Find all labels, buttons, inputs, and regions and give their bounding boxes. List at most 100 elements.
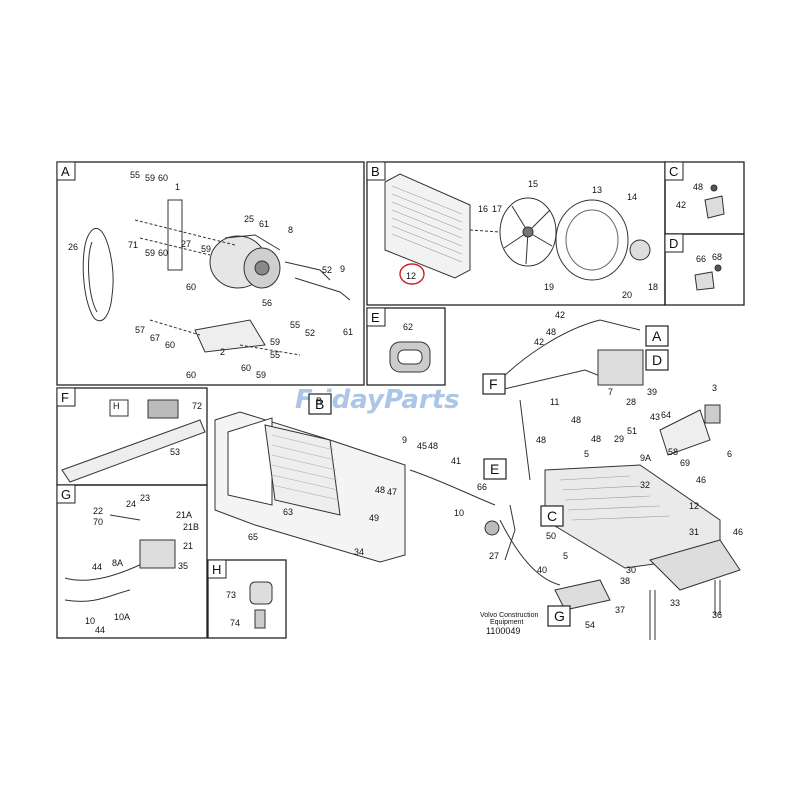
part-label-a-26: 60 [186,370,196,380]
hose-40 [499,519,561,586]
bolt-lines-upper [134,219,236,256]
part-label-a-10: 60 [158,248,168,258]
drive-belt-inner [88,241,98,313]
part-label-a-22: 59 [256,370,266,380]
part-label-main-47: B [316,396,322,406]
part-label-main-1: 48 [546,327,556,337]
fan-hub [522,226,534,238]
part-label-a-8: 71 [128,240,138,250]
fan-motor [629,239,651,261]
part-label-a-5: 61 [259,219,269,229]
part-label-b-7: 20 [622,290,632,300]
part-label-a-13: 52 [322,265,332,275]
clamp-c [704,195,725,219]
part-label-main-45: 36 [712,610,722,620]
part-label-main-40: 5 [563,551,568,561]
small-panels-drawing [389,184,725,373]
callout-letter-f: F [489,376,498,392]
part-label-a-24: 52 [305,328,315,338]
part-label-main-11: 6 [727,449,732,459]
panel-g-frame [56,484,208,639]
part-label-g-4: 21A [176,510,192,520]
highlight-circle-12 [399,263,425,285]
part-label-g-8: 35 [178,561,188,571]
part-label-a-7: 26 [68,242,78,252]
rod-37 [649,590,656,640]
credit-line-2: Equipment [490,619,524,626]
compressor-main [597,349,644,386]
part-label-main-34: 31 [689,527,699,537]
part-label-a-25: 61 [343,327,353,337]
part-label-a-6: 8 [288,225,293,235]
rail-f [61,419,206,483]
part-label-a-4: 25 [244,214,254,224]
fan-blades [503,205,553,265]
part-label-b-6: 19 [544,282,554,292]
part-label-main-20: 9 [402,435,407,445]
part-label-main-30: 12 [689,501,699,511]
part-label-b-3: 16 [478,204,488,214]
panel-b-drawing [384,173,651,281]
compressor-bracket [194,319,266,353]
hose-42 [499,319,641,381]
drive-belt [82,227,114,322]
panel-letter-b: B [371,164,380,179]
hose-g2 [64,589,131,602]
part-label-main-42: 30 [626,565,636,575]
part-label-c-0: 48 [693,182,703,192]
part-label-a-16: 56 [262,298,272,308]
part-label-g-6: 21 [183,541,193,551]
doc-number: 1100049 [486,626,520,636]
bracket-3 [659,409,711,456]
part-label-g-10: 10 [85,616,95,626]
panel-letter-h: H [212,562,221,577]
part-label-main-35: 46 [733,527,743,537]
part-label-main-38: 27 [489,551,499,561]
part-label-b-2: 14 [627,192,637,202]
part-label-e-0: 62 [403,322,413,332]
fan-leader [469,229,501,233]
panel-d-frame [664,233,745,306]
part-label-main-37: 34 [354,547,364,557]
hose-39 [499,369,611,391]
part-label-a-23: 55 [290,320,300,330]
valve-g-main [554,579,611,611]
valve-g [139,539,176,569]
part-label-a-1: 59 [145,173,155,183]
part-label-main-25: 32 [640,480,650,490]
callout-letter-g: G [554,608,565,624]
part-label-g-11: 44 [95,625,105,635]
part-label-main-36: 65 [248,532,258,542]
panel-a-frame [56,161,365,386]
part-label-a-27: 59 [270,337,280,347]
part-label-g-3: 70 [93,517,103,527]
part-label-a-19: 60 [165,340,175,350]
knob-73 [249,581,273,605]
part-label-g-1: 24 [126,499,136,509]
panel-letter-c: C [669,164,678,179]
part-label-b-4: 17 [492,204,502,214]
part-label-f-2: 53 [170,447,180,457]
part-label-c-1: 42 [676,200,686,210]
panel-letters: A B C D E F G H [61,164,678,577]
part-label-a-9: 59 [145,248,155,258]
panel-letter-f: F [61,390,69,405]
part-label-main-16: 29 [614,434,624,444]
part-label-b-5: 18 [648,282,658,292]
callout-box-a [645,325,669,347]
condenser-fins [391,185,463,263]
part-label-a-21: 60 [241,363,251,373]
part-label-a-11: 27 [181,239,191,249]
mounting-plate [167,199,183,271]
condenser-core [384,173,471,279]
hose-10 [409,469,496,506]
part-label-main-10: 58 [668,447,678,457]
part-label-g-7: 8A [112,558,123,568]
part-label-main-27: 48 [375,485,385,495]
grommet-62-hole [397,349,423,365]
part-label-main-3: 3 [712,383,717,393]
part-label-main-4: 39 [647,387,657,397]
callout-box-b [308,393,332,415]
part-label-main-15: 48 [591,434,601,444]
